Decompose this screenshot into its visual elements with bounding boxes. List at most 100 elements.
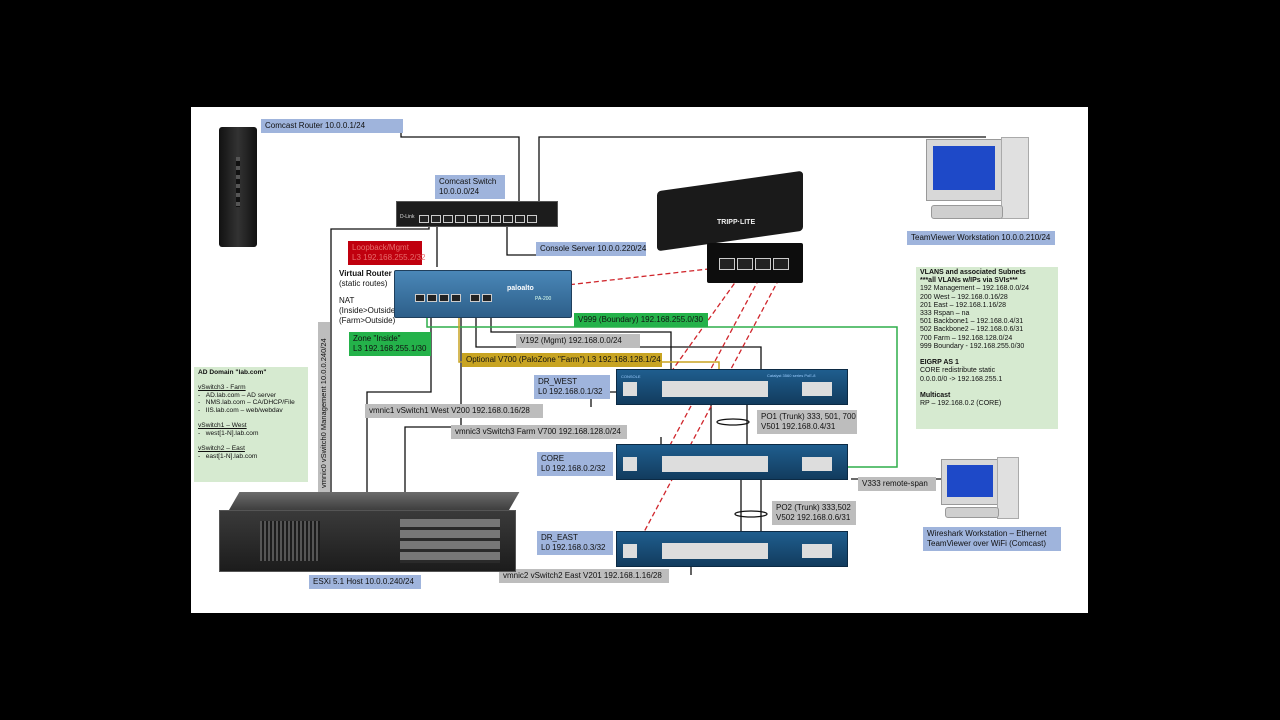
red-box-line-1: Loopback/Mgmt bbox=[352, 243, 409, 252]
wire-switch-teamviewer bbox=[538, 136, 986, 207]
eigrp-line-1: CORE redistribute static bbox=[920, 367, 996, 375]
ad-item: east[1-N].lab.com bbox=[205, 452, 258, 460]
ad-vswitch2: vSwitch2 – East bbox=[198, 444, 245, 452]
paloalto-model: PA-200 bbox=[535, 296, 552, 302]
console-server-label: Console Server 10.0.0.220/24 bbox=[536, 242, 646, 256]
zone-inside-label: Zone "Inside" L3 192.168.255.1/30 bbox=[349, 332, 431, 356]
v999-label: V999 (Boundary) 192.168.255.0/30 bbox=[574, 313, 708, 327]
vmnic3-label: vmnic3 vSwitch3 Farm V700 192.168.128.0/… bbox=[451, 425, 627, 439]
dlink-switch-icon: D-Link bbox=[396, 201, 558, 227]
comcast-switch-label-2: 10.0.0.0/24 bbox=[439, 187, 480, 196]
core-label: CORE L0 192.168.0.2/32 bbox=[537, 452, 613, 476]
console-line-palo bbox=[460, 266, 727, 298]
nat-line-1: NAT bbox=[339, 296, 355, 305]
wire-v999 bbox=[426, 312, 898, 468]
ad-item: NMS.lab.com – CA/DHCP/File bbox=[205, 399, 295, 407]
core-2: L0 192.168.0.2/32 bbox=[541, 464, 606, 473]
vmnic0-label: vmnic0 vSwitch0 Management 10.0.0.240/24 bbox=[319, 338, 328, 488]
multicast-line-1: RP – 192.168.0.2 (CORE) bbox=[920, 400, 1002, 408]
vlan-row: 192 Management – 192.168.0.0/24 bbox=[920, 285, 1029, 293]
teamviewer-label: TeamViewer Workstation 10.0.0.210/24 bbox=[907, 231, 1055, 245]
dr-west-2: L0 192.168.0.1/32 bbox=[538, 387, 603, 396]
dr-east-2: L0 192.168.0.3/32 bbox=[541, 543, 606, 552]
ad-vswitch3: vSwitch3 - Farm bbox=[198, 384, 246, 392]
server-icon bbox=[219, 492, 520, 572]
zone-inside-1: Zone "Inside" bbox=[353, 334, 401, 343]
wireshark-line-1: Wireshark Workstation – Ethernet bbox=[927, 529, 1047, 538]
ad-vswitch1: vSwitch1 – West bbox=[198, 422, 247, 430]
network-diagram: Comcast Router 10.0.0.1/24 Comcast Switc… bbox=[191, 107, 1088, 613]
po1-ellipse bbox=[716, 418, 750, 426]
dr-west-label: DR_WEST L0 192.168.0.1/32 bbox=[534, 375, 610, 399]
vlans-box: VLANS and associated Subnets ***all VLAN… bbox=[916, 267, 1058, 429]
esxi-label: ESXi 5.1 Host 10.0.0.240/24 bbox=[309, 575, 421, 589]
switch-model-label: Catalyst 3560 series PoE-8 bbox=[767, 373, 816, 378]
palo-alto-firewall-icon: paloalto PA-200 bbox=[394, 270, 572, 318]
po2-label: PO2 (Trunk) 333,502 V502 192.168.0.6/31 bbox=[772, 501, 856, 525]
po2-line-1: PO2 (Trunk) 333,502 bbox=[776, 503, 851, 512]
desktop-computer-icon bbox=[926, 137, 1029, 227]
vlan-row: 700 Farm – 192.168.128.0/24 bbox=[920, 334, 1013, 342]
nat-line-3: (Farm>Outside) bbox=[339, 316, 396, 325]
red-box-line-2: L3 192.168.255.2/32 bbox=[352, 253, 426, 262]
v192-label: V192 (Mgmt) 192.168.0.0/24 bbox=[516, 334, 640, 348]
wire-switch-console bbox=[506, 217, 536, 256]
po1-line-1: PO1 (Trunk) 333, 501, 700 bbox=[761, 412, 856, 421]
console-line-east bbox=[635, 278, 780, 548]
wireshark-label: Wireshark Workstation – Ethernet TeamVie… bbox=[923, 527, 1061, 551]
v333-label: V333 remote-span bbox=[858, 477, 936, 491]
dr-west-1: DR_WEST bbox=[538, 377, 578, 386]
paloalto-brand: paloalto bbox=[507, 285, 534, 292]
ad-domain-title: AD Domain "lab.com" bbox=[198, 369, 267, 376]
loopback-mgmt-box: Loopback/Mgmt L3 192.168.255.2/32 bbox=[348, 241, 426, 265]
vlan-row: 201 East – 192.168.1.16/28 bbox=[920, 301, 1007, 309]
console-line-core bbox=[660, 278, 760, 463]
vlan-row: 200 West – 192.168.0.16/28 bbox=[920, 293, 1008, 301]
po2-line-2: V502 192.168.0.6/31 bbox=[776, 513, 851, 522]
v700-optional-label: Optional V700 (PaloZone "Farm") L3 192.1… bbox=[462, 353, 662, 367]
po1-line-2: V501 192.168.0.4/31 bbox=[761, 422, 836, 431]
core-1: CORE bbox=[541, 454, 565, 463]
vlan-row: 502 Backbone2 – 192.168.0.6/31 bbox=[920, 326, 1024, 334]
eigrp-line-2: 0.0.0.0/0 -> 192.168.255.1 bbox=[920, 375, 1003, 383]
ad-domain-box: AD Domain "lab.com" vSwitch3 - Farm - AD… bbox=[194, 367, 308, 482]
zone-inside-2: L3 192.168.255.1/30 bbox=[353, 344, 427, 353]
po1-label: PO1 (Trunk) 333, 501, 700 V501 192.168.0… bbox=[757, 410, 857, 434]
wire-palo-vmnic1 bbox=[366, 312, 432, 492]
tripp-lite-console-server-icon: TRIPP·LITE bbox=[657, 170, 803, 285]
vmnic1-label: vmnic1 vSwitch1 West V200 192.168.0.16/2… bbox=[365, 404, 543, 418]
vlans-title: VLANS and associated Subnets bbox=[920, 269, 1026, 276]
nat-text: NAT (Inside>Outside) (Farm>Outside) bbox=[339, 296, 398, 326]
virtual-router-sub: (static routes) bbox=[339, 279, 388, 288]
eigrp-title: EIGRP AS 1 bbox=[920, 359, 959, 367]
wire-mgmt bbox=[490, 312, 672, 372]
dlink-brand: D-Link bbox=[400, 214, 415, 220]
comcast-router-label: Comcast Router 10.0.0.1/24 bbox=[261, 119, 403, 133]
vmnic2-label: vmnic2 vSwitch2 East V201 192.168.1.16/2… bbox=[499, 569, 669, 583]
nat-line-2: (Inside>Outside) bbox=[339, 306, 398, 315]
comcast-switch-label-1: Comcast Switch bbox=[439, 177, 497, 186]
catalyst-switch-west-icon: CONSOLE Catalyst 3560 series PoE-8 bbox=[616, 369, 848, 405]
vlan-row: 501 Backbone1 – 192.168.0.4/31 bbox=[920, 318, 1024, 326]
wire-farm bbox=[404, 312, 462, 492]
multicast-title: Multicast bbox=[920, 392, 951, 400]
comcast-switch-label: Comcast Switch 10.0.0.0/24 bbox=[435, 175, 505, 199]
desktop-computer-icon bbox=[941, 457, 1021, 525]
virtual-router-text: Virtual Router (static routes) bbox=[339, 269, 392, 289]
modem-icon bbox=[219, 127, 257, 247]
po2-ellipse bbox=[734, 510, 768, 518]
vlan-row: 999 Boundary - 192.168.255.0/30 bbox=[920, 342, 1025, 350]
ad-item: west[1-N].lab.com bbox=[205, 429, 259, 437]
wires bbox=[330, 127, 986, 575]
tripplite-brand: TRIPP·LITE bbox=[717, 219, 756, 226]
catalyst-switch-east-icon bbox=[616, 531, 848, 567]
catalyst-switch-core-icon bbox=[616, 444, 848, 480]
vmnic0-bar bbox=[318, 322, 330, 492]
vlan-row: 333 Rspan – na bbox=[920, 310, 970, 318]
ad-item: IIS.lab.com – web/webdav bbox=[205, 406, 283, 414]
dr-east-label: DR_EAST L0 192.168.0.3/32 bbox=[537, 531, 613, 555]
vlans-subtitle: ***all VLANs w/IPs via SVIs*** bbox=[920, 277, 1018, 285]
switch-console-label: CONSOLE bbox=[621, 374, 641, 379]
wireshark-line-2: TeamViewer over WiFi (Comcast) bbox=[927, 539, 1046, 548]
dr-east-1: DR_EAST bbox=[541, 533, 578, 542]
